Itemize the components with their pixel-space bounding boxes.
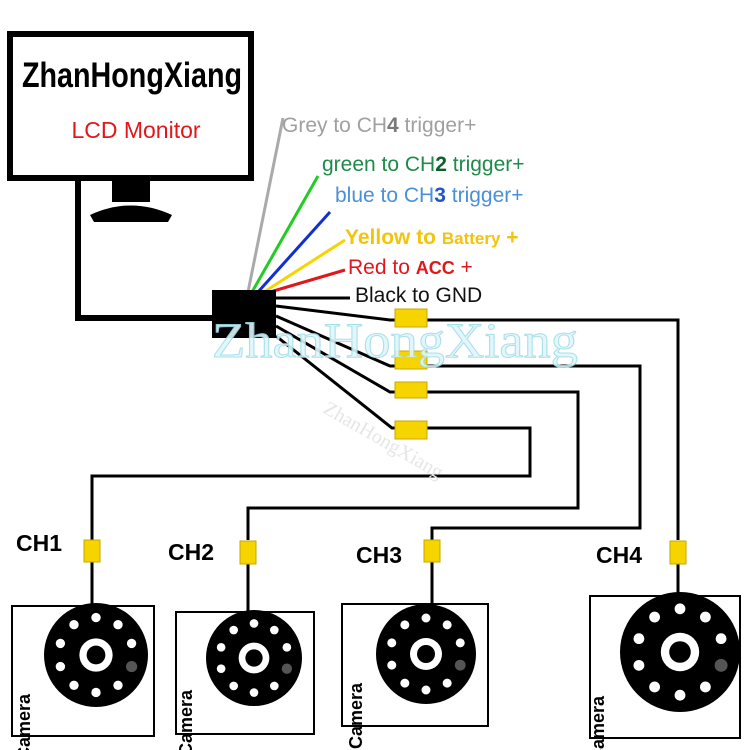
cameras: Camera Camera Camera Camera bbox=[11, 592, 741, 750]
camera-led bbox=[69, 620, 79, 630]
camera-led bbox=[387, 660, 397, 670]
camera-lens bbox=[245, 649, 263, 667]
junction-box bbox=[212, 290, 276, 338]
camera-cables bbox=[90, 304, 680, 612]
camera-led bbox=[55, 661, 66, 672]
camera-led bbox=[113, 680, 123, 690]
camera-label: Camera bbox=[588, 695, 608, 750]
camera-label: Camera bbox=[346, 682, 366, 749]
camera-led bbox=[216, 664, 226, 673]
camera-1: Camera bbox=[11, 603, 155, 750]
camera-led bbox=[633, 633, 645, 645]
camera-led bbox=[442, 678, 452, 688]
camera-led bbox=[421, 613, 431, 623]
monitor-brand: ZhanHongXiang bbox=[22, 56, 242, 95]
camera-led bbox=[229, 681, 239, 691]
camera-led bbox=[674, 689, 686, 701]
lcd-monitor: ZhanHongXiang LCD Monitor bbox=[7, 31, 254, 222]
monitor-screen bbox=[7, 31, 254, 181]
camera-led bbox=[633, 659, 645, 671]
monitor-neck bbox=[112, 180, 150, 202]
camera-led bbox=[649, 681, 661, 693]
camera-led bbox=[699, 681, 711, 693]
camera-label: Camera bbox=[176, 689, 196, 750]
ch4-cable bbox=[275, 304, 680, 540]
monitor-base bbox=[90, 205, 172, 222]
ch1-label: CH1 bbox=[16, 530, 62, 556]
camera-led bbox=[216, 643, 226, 652]
green-wire-label: green to CH2 trigger+ bbox=[322, 153, 525, 176]
ch1-cable bbox=[90, 334, 532, 540]
camera-led bbox=[699, 611, 711, 623]
green-wire bbox=[250, 175, 320, 293]
camera-sensor bbox=[125, 660, 138, 673]
red-wire bbox=[269, 268, 346, 294]
camera-2: Camera bbox=[175, 610, 315, 750]
camera-led bbox=[400, 678, 410, 688]
camera-lens bbox=[86, 645, 106, 665]
camera-led bbox=[269, 681, 279, 691]
camera-4: Camera bbox=[588, 592, 741, 750]
red-wire-label: Red to ACC + bbox=[348, 256, 473, 279]
camera-led bbox=[674, 603, 686, 615]
lead-wires bbox=[246, 117, 350, 300]
watermark-small: ZhanHongXiang bbox=[320, 397, 447, 483]
camera-led bbox=[400, 620, 410, 630]
monitor-subtitle: LCD Monitor bbox=[71, 117, 200, 143]
ch4-connector bbox=[669, 540, 687, 565]
camera-led bbox=[649, 611, 661, 623]
connector-3 bbox=[394, 381, 428, 399]
camera-sensor bbox=[281, 663, 293, 674]
camera-led bbox=[126, 638, 137, 649]
camera-led bbox=[91, 612, 101, 623]
camera-label: Camera bbox=[14, 693, 34, 750]
ch1-connector bbox=[83, 539, 101, 563]
grey-wire bbox=[246, 117, 285, 293]
connector-2 bbox=[394, 350, 428, 370]
camera-led bbox=[387, 638, 397, 648]
camera-sensor bbox=[714, 658, 728, 672]
camera-lens bbox=[669, 641, 691, 663]
ch4-label: CH4 bbox=[596, 542, 642, 568]
ch3-label: CH3 bbox=[356, 542, 402, 568]
yellow-wire-label: Yellow to Battery + bbox=[345, 226, 519, 249]
camera-led bbox=[715, 633, 727, 645]
ch3-connector bbox=[423, 539, 441, 563]
ch2-label: CH2 bbox=[168, 539, 214, 565]
monitor-cable bbox=[75, 180, 220, 321]
connector-4 bbox=[394, 420, 428, 440]
camera-led bbox=[269, 625, 279, 635]
ch3-cable bbox=[275, 314, 642, 540]
camera-led bbox=[442, 620, 452, 630]
camera-connectors bbox=[83, 539, 687, 565]
blue-wire bbox=[256, 210, 332, 294]
camera-led bbox=[91, 687, 101, 698]
grey-wire-label: Grey to CH4 trigger+ bbox=[282, 114, 476, 137]
camera-led bbox=[55, 638, 66, 649]
ch2-cable bbox=[246, 324, 580, 540]
camera-led bbox=[69, 680, 79, 690]
camera-led bbox=[113, 620, 123, 630]
camera-led bbox=[229, 625, 239, 635]
camera-led bbox=[249, 688, 259, 697]
junction-connectors bbox=[394, 308, 428, 440]
blue-wire-label: blue to CH3 trigger+ bbox=[335, 184, 524, 207]
camera-3: Camera bbox=[341, 603, 489, 749]
camera-led bbox=[455, 638, 465, 648]
yellow-wire bbox=[263, 238, 346, 294]
black-wire-label: Black to GND bbox=[355, 284, 482, 307]
camera-sensor bbox=[454, 659, 466, 671]
camera-led bbox=[421, 685, 431, 695]
ch2-connector bbox=[239, 540, 257, 565]
connector-1 bbox=[394, 308, 428, 328]
camera-led bbox=[282, 643, 292, 652]
camera-led bbox=[249, 619, 259, 628]
watermark: ZhanHongXiang bbox=[212, 312, 578, 368]
camera-lens bbox=[417, 645, 435, 663]
